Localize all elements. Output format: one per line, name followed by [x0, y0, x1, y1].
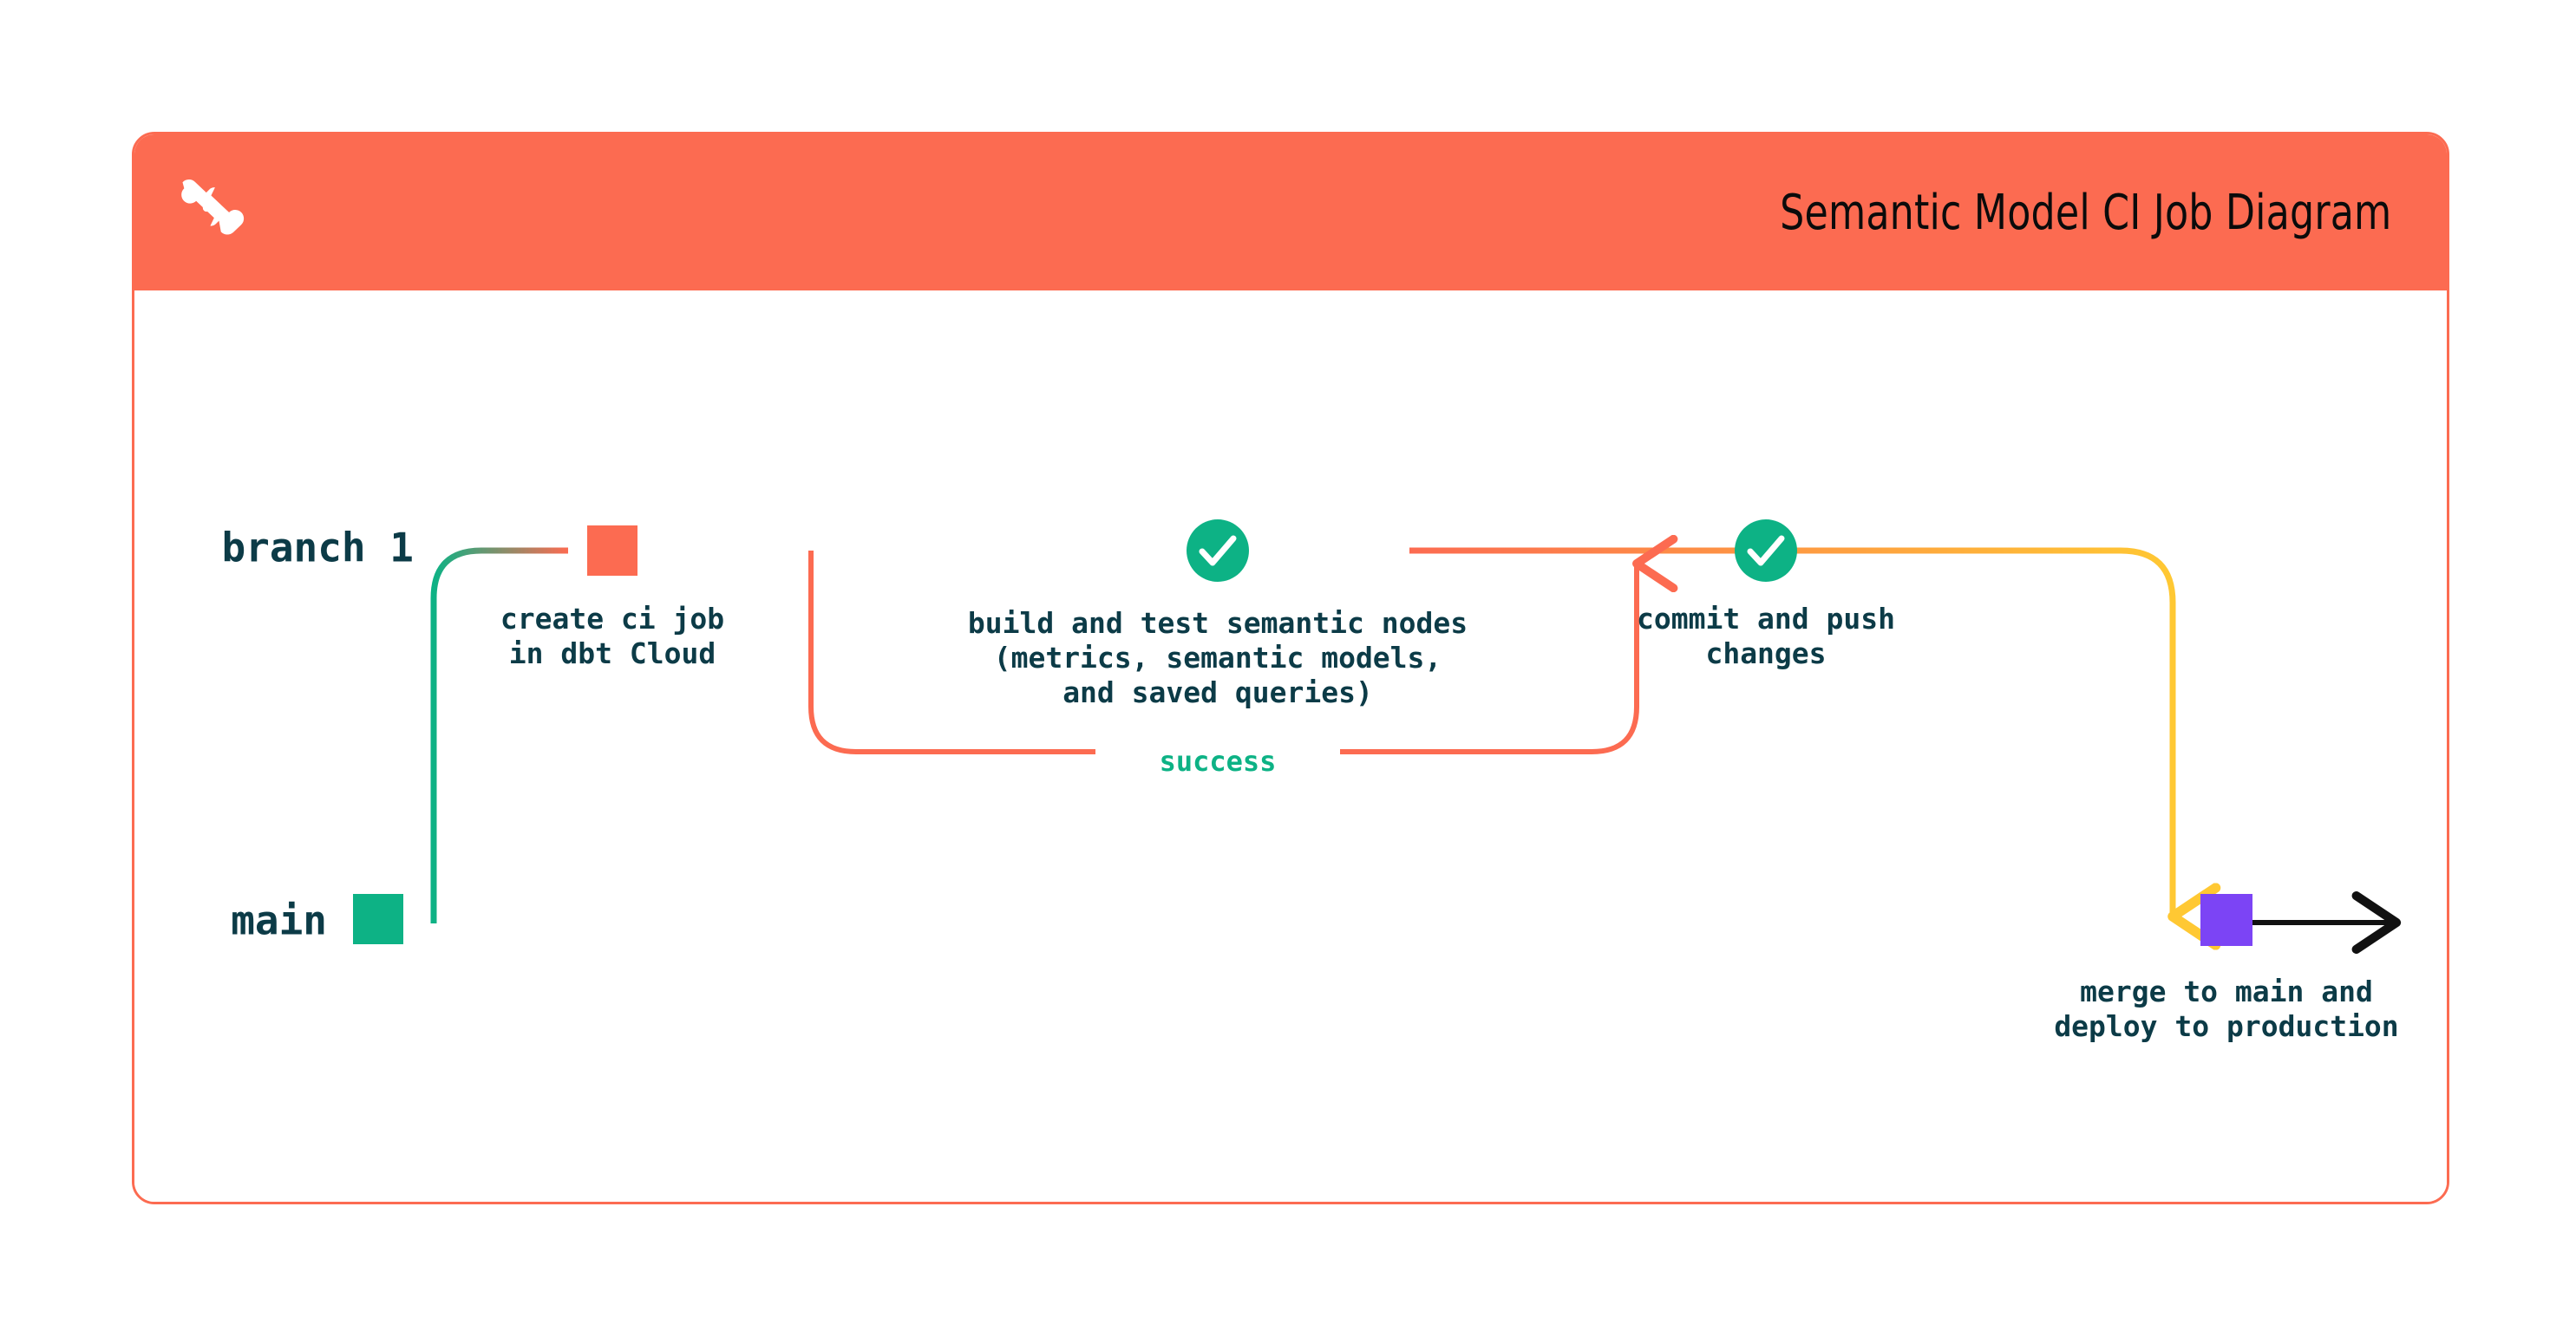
node-label-commit-and-push-line-2: changes — [1705, 636, 1826, 670]
check-icon — [1199, 535, 1237, 566]
diagram-card: Semantic Model CI Job Diagram — [132, 132, 2449, 1204]
success-loop-box-right — [1340, 564, 1637, 754]
node-label-build-and-test-line-2: (metrics, semantic models, — [994, 641, 1442, 675]
branch-rise-line — [430, 547, 568, 923]
node-label-build-and-test-line-3: and saved queries) — [1062, 675, 1373, 709]
page-title: Semantic Model CI Job Diagram — [1779, 184, 2391, 241]
node-marker-commit-and-push[interactable] — [1735, 519, 1797, 582]
check-icon — [1747, 535, 1785, 566]
lane-label-branch-1: branch 1 — [221, 525, 414, 571]
card-header: Semantic Model CI Job Diagram — [134, 134, 2447, 290]
node-marker-merge-to-main[interactable] — [2200, 894, 2252, 946]
node-marker-create-ci-job[interactable] — [587, 525, 637, 576]
main-start-marker[interactable] — [353, 894, 403, 944]
dbt-logo-icon — [181, 179, 245, 235]
success-loop-box — [808, 551, 1095, 754]
node-label-merge-to-main-line-2: deploy to production — [2054, 1009, 2398, 1043]
node-label-build-and-test-line-1: build and test semantic nodes — [968, 606, 1468, 640]
lane-label-main: main — [231, 897, 327, 944]
node-label-commit-and-push-line-1: commit and push — [1637, 602, 1895, 636]
loop-success-label: success — [1160, 745, 1277, 778]
branch-top-line-right — [1409, 547, 2176, 603]
card-body: success branch 1 main create ci job in d… — [134, 290, 2447, 1202]
node-label-merge-to-main-line-1: merge to main and — [2080, 975, 2373, 1008]
node-marker-build-and-test[interactable] — [1187, 519, 1249, 582]
node-label-create-ci-job-line-1: create ci job — [500, 602, 724, 636]
node-label-create-ci-job-line-2: in dbt Cloud — [509, 636, 716, 670]
ci-job-diagram: success branch 1 main create ci job in d… — [221, 519, 2402, 1043]
